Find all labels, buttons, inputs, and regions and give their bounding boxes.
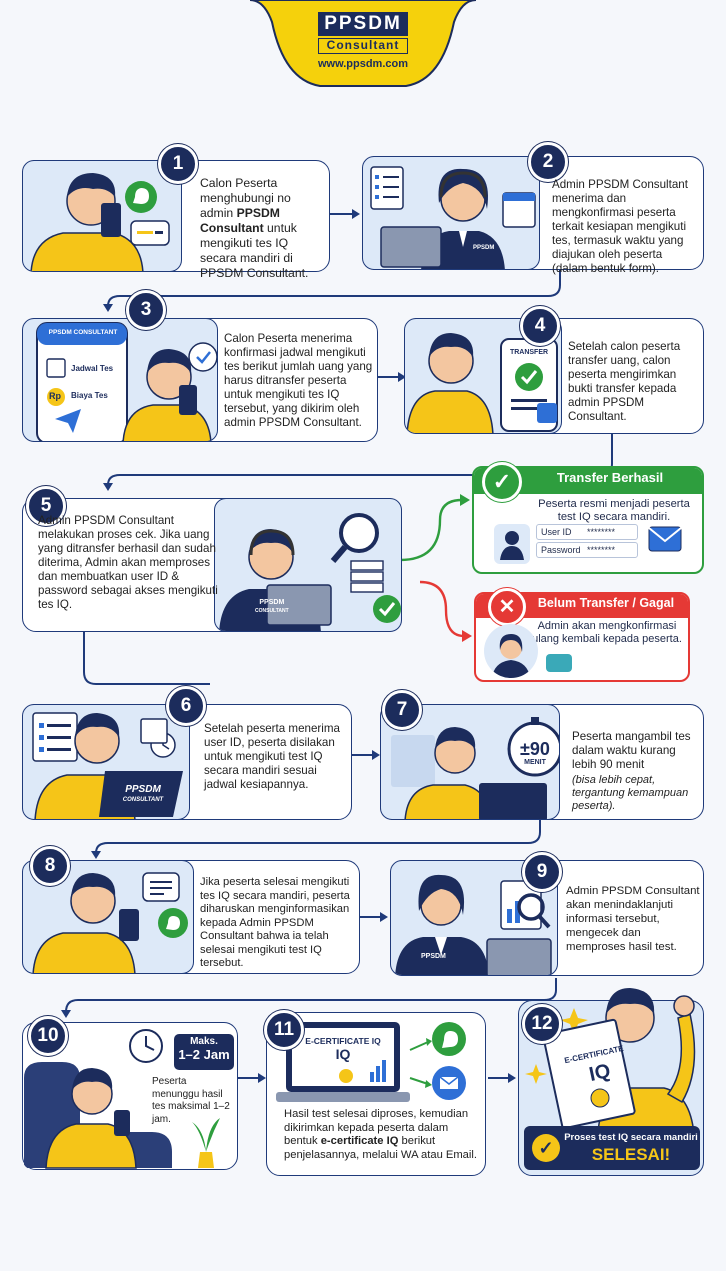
step-2-shirt-logo: PPSDM — [473, 245, 494, 251]
brand-logo: PPSDM — [318, 12, 408, 36]
finish-line1: Proses test IQ secara mandiri — [564, 1132, 698, 1143]
user-avatar-icon — [494, 524, 530, 564]
step-3-phone-title: PPSDM CONSULTANT — [48, 329, 118, 336]
fail-admin-avatar — [484, 624, 538, 678]
userid-value: ******** — [587, 527, 616, 537]
step-3-calendar-label: Jadwal Tes — [71, 364, 114, 373]
step-3-cost-label: Biaya Tes — [71, 391, 108, 400]
step-1-text-post: untuk mengikuti tes IQ secara mandiri di… — [200, 221, 309, 280]
email-icon — [648, 526, 682, 552]
step-7-main-text: Peserta mangambil tes dalam waktu kurang… — [572, 730, 691, 771]
password-field[interactable]: Password ******** — [536, 542, 638, 558]
step-11-text-bold: e-certificate IQ — [320, 1135, 399, 1147]
fail-x-icon: ✕ — [488, 588, 526, 626]
step-6-text: Setelah peserta menerima user ID, pesert… — [204, 722, 340, 791]
step-10-illustration: Maks. 1–2 Jam Peserta menunggu hasil tes… — [22, 1022, 238, 1170]
timer-unit: MENIT — [524, 759, 546, 766]
step-2-illustration: PPSDM — [362, 156, 540, 270]
step-11-text: Hasil test selesai diproses, kemudian di… — [284, 1108, 480, 1162]
success-text: Peserta resmi menjadi peserta test IQ se… — [538, 498, 690, 523]
userid-label: User ID — [541, 527, 572, 537]
step-5-number: 5 — [26, 486, 66, 526]
step-12-number: 12 — [522, 1004, 562, 1044]
step-11-cert-iq: IQ — [335, 1046, 351, 1062]
step-9-shirt-logo: PPSDM — [421, 953, 446, 960]
step-4-illustration: TRANSFER — [404, 318, 562, 434]
brand-sub: Consultant — [318, 38, 408, 54]
password-label: Password — [541, 545, 581, 555]
mail-icon[interactable] — [432, 1066, 466, 1100]
step-9-text: Admin PPSDM Consultant akan menindaklanj… — [566, 885, 700, 953]
step-9-number: 9 — [522, 852, 562, 892]
step-7-note: (bisa lebih cepat, tergantung kemampuan … — [572, 774, 689, 812]
step-5-shirt-logo-line2: CONSULTANT — [255, 608, 289, 614]
step-6-number: 6 — [166, 686, 206, 726]
step-3-rp-icon: Rp — [49, 391, 61, 401]
send-arrows — [409, 1038, 432, 1088]
whatsapp-icon[interactable] — [432, 1022, 466, 1056]
step-11-laptop: E-CERTIFICATE IQ IQ — [276, 1020, 410, 1104]
step-3-number: 3 — [126, 290, 166, 330]
step-1-text-bold: PPSDM Consultant — [200, 206, 280, 235]
step-4-number: 4 — [520, 306, 560, 346]
step-11-number: 11 — [264, 1010, 304, 1050]
step-5-illustration: PPSDM CONSULTANT — [214, 498, 402, 632]
step-8-number: 8 — [30, 846, 70, 886]
step-1-number: 1 — [158, 144, 198, 184]
step-8-text: Jika peserta selesai mengikuti tes IQ se… — [200, 876, 350, 969]
fail-text: Admin akan mengkonfirmasi ulang kembali … — [532, 620, 682, 645]
step-7-text: Peserta mangambil tes dalam waktu kurang… — [572, 730, 700, 813]
step-10-text: Peserta menunggu hasil tes maksimal 1–2 … — [152, 1076, 230, 1125]
step-4-phone-label: TRANSFER — [509, 349, 549, 356]
step-3-text: Calon Peserta menerima konfirmasi jadwal… — [224, 332, 373, 429]
step-1-illustration — [22, 160, 182, 272]
success-check-icon: ✓ — [482, 462, 522, 502]
fail-title: Belum Transfer / Gagal — [537, 596, 675, 610]
step-11-text-post: berikut penjelasannya, melalui WA atau E… — [284, 1135, 477, 1161]
chat-icon — [546, 654, 572, 672]
step-6-laptop-logo: PPSDM CONSULTANT — [113, 785, 173, 805]
success-title: Transfer Berhasil — [556, 470, 664, 485]
finish-check-icon: ✓ — [532, 1134, 560, 1162]
step-6-laptop-logo-line2: CONSULTANT — [122, 797, 164, 803]
max-badge-line1: Maks. — [190, 1036, 218, 1047]
header-badge: PPSDM Consultant www.ppsdm.com — [250, 0, 476, 88]
timer-value: ±90 — [520, 739, 550, 759]
step-6-illustration: PPSDM CONSULTANT — [22, 704, 190, 820]
step-7-illustration: ±90 MENIT — [380, 704, 560, 820]
step-2-number: 2 — [528, 142, 568, 182]
step-1-text-pre: Calon Peserta menghubungi no admin — [200, 176, 291, 220]
step-11-cert-title: E-CERTIFICATE IQ — [305, 1036, 381, 1046]
step-5-shirt-logo-line1: PPSDM — [259, 599, 285, 606]
step-5-shirt-logo: PPSDM CONSULTANT — [255, 599, 289, 615]
finish-line2: SELESAI! — [591, 1145, 671, 1164]
step-2-text: Admin PPSDM Consultant menerima dan meng… — [552, 178, 688, 275]
step-5-text: Admin PPSDM Consultant melakukan proses … — [38, 514, 218, 611]
step-8-illustration — [22, 860, 194, 974]
brand-url[interactable]: www.ppsdm.com — [317, 58, 409, 70]
step-11-text-pre: Hasil test selesai diproses, kemudian di… — [284, 1108, 469, 1147]
step-7-number: 7 — [382, 690, 422, 730]
step-4-text: Setelah calon peserta transfer uang, cal… — [568, 340, 681, 423]
step-10-number: 10 — [28, 1016, 68, 1056]
password-value: ******** — [587, 545, 616, 555]
finish-banner: ✓ Proses test IQ secara mandiri SELESAI! — [524, 1126, 700, 1170]
userid-field[interactable]: User ID ******** — [536, 524, 638, 540]
step-3-illustration: PPSDM CONSULTANT Jadwal Tes Rp Biaya Tes — [22, 318, 218, 442]
max-badge-line2: 1–2 Jam — [178, 1047, 230, 1062]
step-12-illustration: E-CERTIFICATE IQ — [518, 978, 704, 1134]
max-badge: Maks. 1–2 Jam — [174, 1034, 234, 1070]
step-1-text: Calon Peserta menghubungi no admin PPSDM… — [200, 176, 324, 281]
step-6-laptop-logo-line1: PPSDM — [125, 784, 161, 795]
